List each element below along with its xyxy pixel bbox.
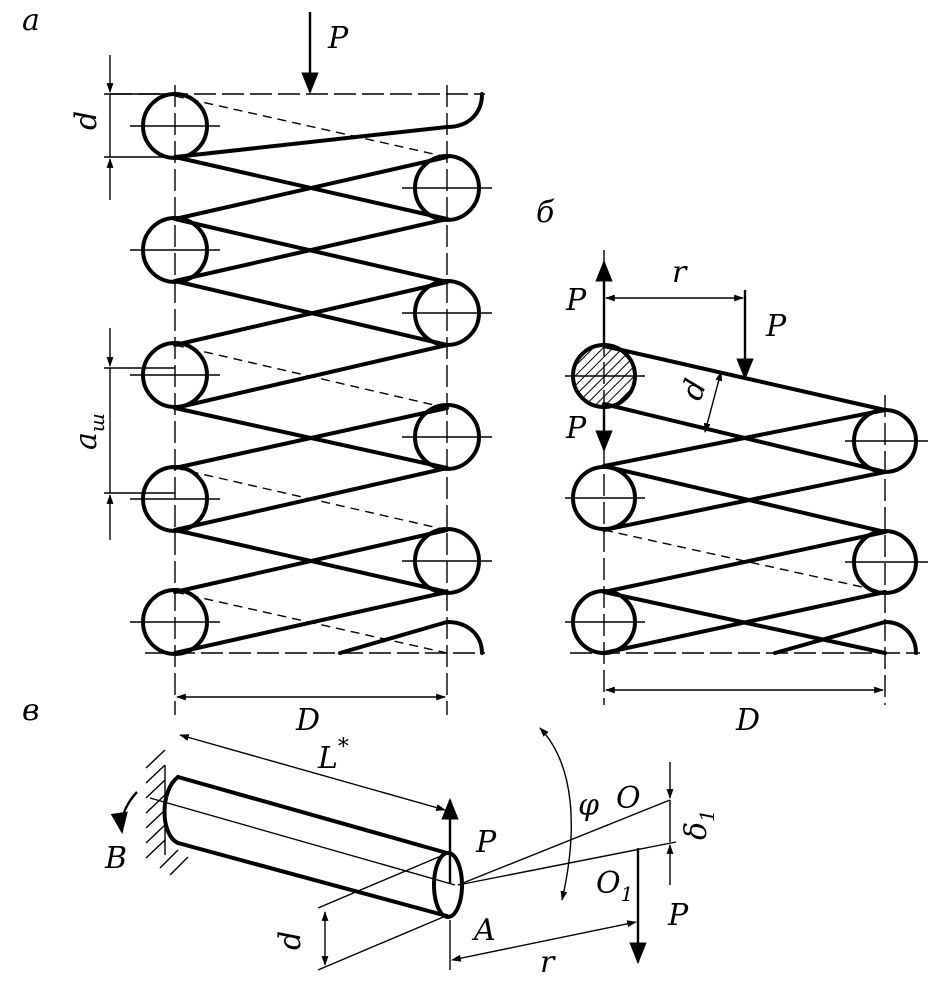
label-v-phi: φ <box>578 788 599 823</box>
label-v-O1-sub: 1 <box>621 882 634 906</box>
panel-v-label: в <box>22 693 39 728</box>
label-v-O1: O1 <box>596 866 633 906</box>
panel-b-label: б <box>536 195 555 230</box>
panel-a-top-hook <box>445 92 484 129</box>
panel-a-hidden-coils <box>174 95 448 654</box>
label-v-delta: δ1 <box>679 809 719 840</box>
panel-v-rod-axis <box>149 797 456 886</box>
label-b-P-top: P <box>565 283 587 318</box>
label-v-d: d <box>273 931 308 950</box>
labels: а P d aш D б r P P P d D в L* B P d A φ … <box>22 3 787 980</box>
label-b-P-force: P <box>765 309 787 344</box>
label-a-P: P <box>327 21 349 56</box>
panel-a-label: а <box>22 3 40 38</box>
panel-a-pitch-dimension <box>104 328 175 540</box>
panel-v-L-dimension <box>179 734 446 811</box>
label-v-P-top: P <box>475 825 497 860</box>
panel-v-r-dimension <box>451 920 637 962</box>
label-v-B: B <box>104 841 127 876</box>
panel-b-spring <box>565 250 928 705</box>
panel-b-d-dimension <box>703 371 723 433</box>
panel-a-center-marks <box>130 125 492 623</box>
panel-b-hidden-coils <box>603 403 886 593</box>
label-a-D: D <box>295 703 320 738</box>
label-b-d: d <box>675 375 714 405</box>
panel-v-wall <box>145 749 189 876</box>
label-b-D: D <box>735 703 760 738</box>
label-v-A: A <box>471 913 496 948</box>
label-a-aw-main: a <box>69 432 104 450</box>
panel-v-left-end <box>162 775 180 845</box>
panel-b-bottom-hook <box>883 620 918 655</box>
label-b-P-down: P <box>565 411 587 446</box>
panel-v-torque-arrow <box>110 791 138 835</box>
panel-v-rod-top <box>176 775 449 855</box>
panel-v-right-end <box>432 851 464 919</box>
label-v-delta-sub: 1 <box>695 809 719 822</box>
panel-a-bottom-hook <box>445 620 484 655</box>
label-v-P-right: P <box>667 898 689 933</box>
panel-v-d-dimension <box>317 852 449 971</box>
panel-b-front-coils <box>602 344 887 655</box>
label-v-L: L* <box>317 735 349 776</box>
panel-v-phi-arc <box>539 727 572 901</box>
label-a-aw: aш <box>69 413 109 450</box>
panel-v-rod <box>110 727 677 971</box>
panel-a-spring <box>104 12 492 715</box>
panel-b-sections <box>571 408 918 655</box>
label-b-r: r <box>672 255 688 290</box>
label-v-L-sup: * <box>338 735 349 760</box>
label-v-O1-main: O <box>596 866 621 901</box>
panel-a-front-coils <box>173 125 449 655</box>
label-v-L-main: L <box>317 741 338 776</box>
panel-a-d-dimension <box>104 55 175 200</box>
panel-v-rod-bottom <box>176 841 449 918</box>
panel-b-center-marks <box>565 375 928 623</box>
label-a-d: d <box>69 111 104 130</box>
label-a-aw-sub: ш <box>85 413 109 432</box>
label-v-r: r <box>540 945 556 980</box>
label-v-delta-main: δ <box>679 822 714 840</box>
label-v-O: O <box>616 781 641 816</box>
